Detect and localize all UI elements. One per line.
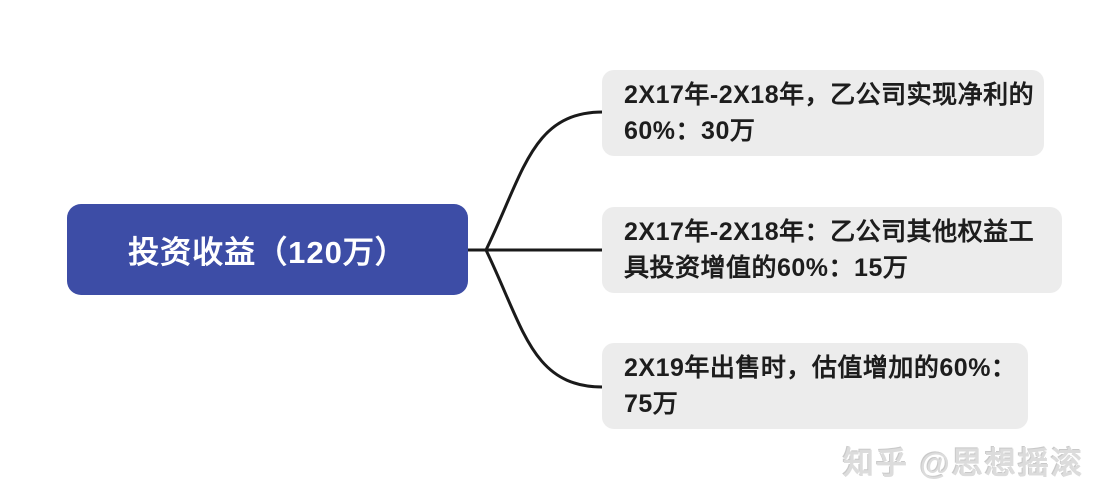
root-node-label: 投资收益（120万） [128,235,407,270]
branch-node-text-line: 75万 [624,390,679,418]
watermark-zhihu: 知乎 @思想摇滚 [843,446,1084,481]
branch-node-equity-instrument: 2X17年-2X18年：乙公司其他权益工 具投资增值的60%：15万 [602,207,1062,293]
branch-node-net-profit: 2X17年-2X18年，乙公司实现净利的 60%：30万 [602,70,1044,156]
connector-bottom [484,248,605,389]
branch-node-text-line: 2X19年出售时，估值增加的60%： [624,354,1017,382]
branch-node-valuation-increase: 2X19年出售时，估值增加的60%： 75万 [602,343,1028,429]
connector-top [484,110,605,252]
branch-node-text-line: 60%：30万 [624,117,756,145]
branch-node-text-line: 2X17年-2X18年：乙公司其他权益工 [624,218,1035,246]
branch-node-text-line: 具投资增值的60%：15万 [624,254,909,282]
branch-node-text-line: 2X17年-2X18年，乙公司实现净利的 [624,81,1035,109]
root-node-investment-income: 投资收益（120万） [67,204,468,295]
